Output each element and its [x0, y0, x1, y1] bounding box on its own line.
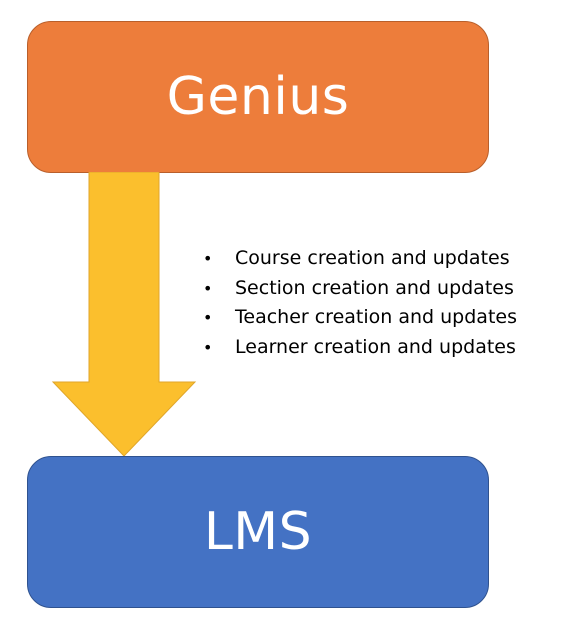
bullet-icon: • — [203, 278, 213, 298]
list-item-text: Learner creation and updates — [235, 335, 516, 358]
bullet-icon: • — [203, 337, 213, 357]
list-item-text: Teacher creation and updates — [235, 306, 517, 328]
list-item: • Teacher creation and updates — [203, 303, 517, 333]
bullet-icon: • — [203, 249, 213, 268]
list-item: • Learner creation and updates — [203, 333, 517, 363]
list-item-text: Course creation and updates — [235, 247, 510, 269]
list-item: • Course creation and updates — [203, 244, 517, 274]
list-item-text: Section creation and updates — [235, 276, 514, 299]
list-item: • Section creation and updates — [203, 274, 517, 304]
sync-items-list: • Course creation and updates • Section … — [203, 244, 517, 362]
genius-box: Genius — [27, 21, 489, 173]
down-arrow-icon — [51, 172, 197, 457]
bullet-icon: • — [203, 308, 213, 327]
lms-box: LMS — [27, 456, 489, 608]
genius-label: Genius — [166, 67, 350, 127]
lms-label: LMS — [203, 502, 313, 562]
